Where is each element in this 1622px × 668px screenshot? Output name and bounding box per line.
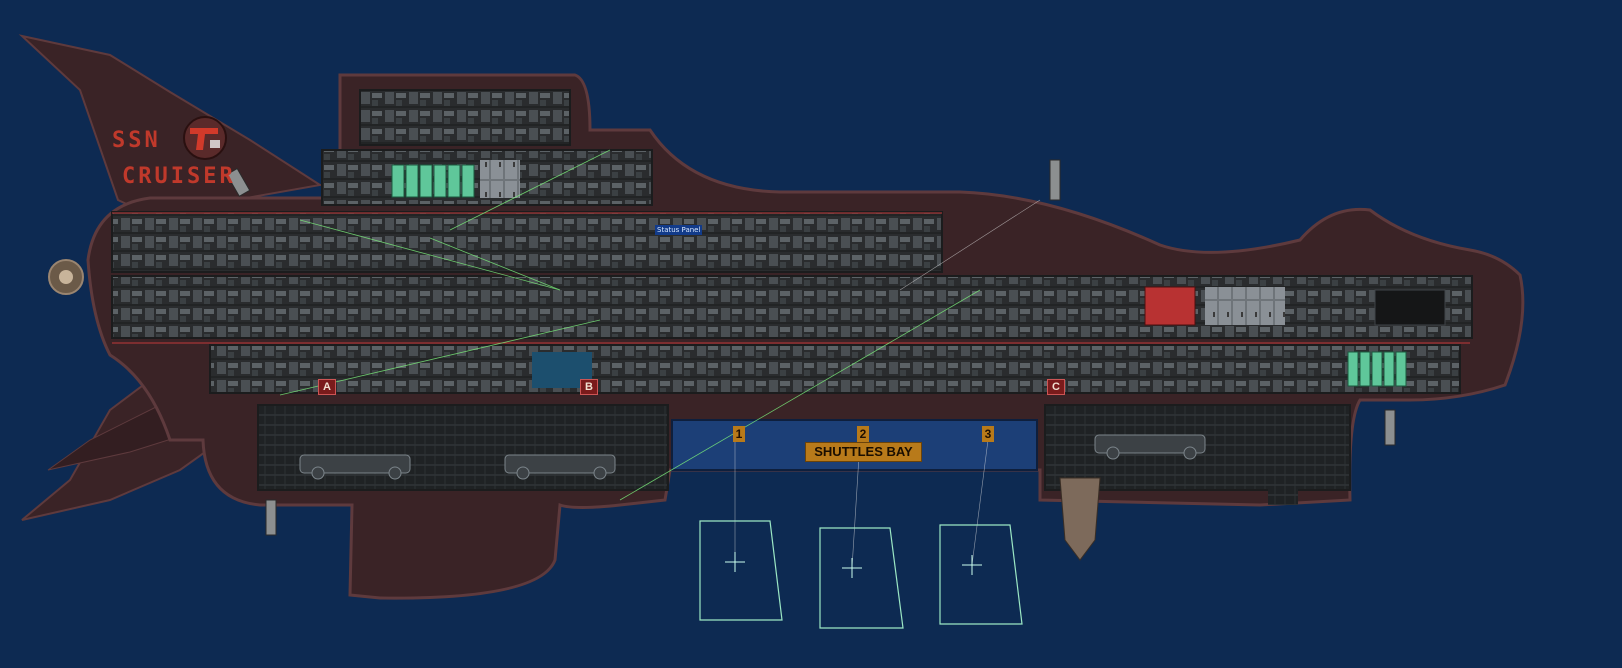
- deck-tag-c[interactable]: C: [1047, 379, 1065, 395]
- hangar-vehicle-1: [299, 454, 411, 480]
- pistol-emblem-icon: [183, 116, 227, 160]
- deck-tag-b[interactable]: B: [580, 379, 598, 395]
- upper-lockers: [391, 164, 475, 198]
- bay-slot-1[interactable]: 1: [733, 426, 745, 442]
- bottom-tower: [1268, 410, 1298, 505]
- lower-lockers: [1347, 351, 1407, 387]
- tail-fin-top: [18, 34, 323, 217]
- ship-name-line1: SSN: [112, 128, 161, 153]
- shuttle-outline-3: [939, 524, 1023, 625]
- status-panel-label[interactable]: Status Panel: [655, 225, 703, 235]
- hangar-vehicle-2: [504, 454, 616, 480]
- shuttle-outline-1: [699, 520, 783, 621]
- deck-upper: [111, 211, 943, 273]
- shuttle-outline-2: [819, 527, 904, 629]
- bay-slot-3[interactable]: 3: [982, 426, 994, 442]
- docking-crosshair-icon: [725, 552, 982, 578]
- bottom-gear: [1059, 477, 1101, 561]
- deck-lower: [209, 344, 1461, 394]
- command-tower: [359, 89, 571, 146]
- deck-tag-a[interactable]: A: [318, 379, 336, 395]
- ship-name-line2: CRUISER: [122, 164, 236, 189]
- hangar-vehicle-3: [1094, 434, 1206, 460]
- shuttles-bay-sign: SHUTTLES BAY: [805, 442, 922, 462]
- turret-icon: [226, 159, 1396, 536]
- bay-slot-2[interactable]: 2: [857, 426, 869, 442]
